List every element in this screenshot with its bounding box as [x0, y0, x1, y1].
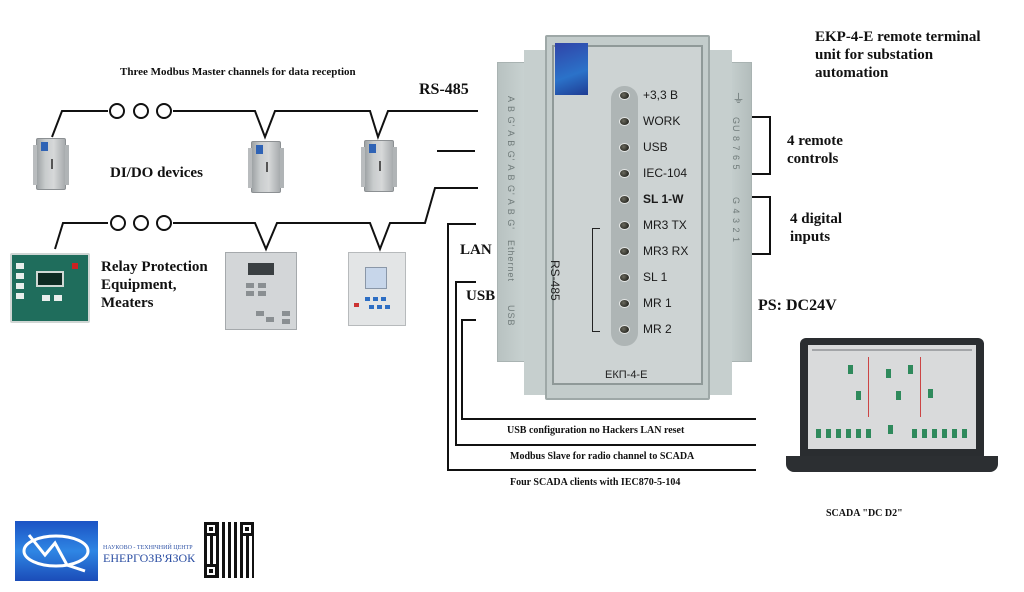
unit-title-line: unit for substation [815, 47, 934, 63]
remote-controls-bracket [752, 116, 771, 175]
usb-line [455, 281, 756, 446]
channel-caption-modbus: Modbus Slave for radio channel to SCADA [510, 451, 695, 462]
digital-inputs-bracket [752, 196, 771, 255]
didio-bus-line [51, 110, 108, 138]
led-indicator [619, 247, 630, 256]
led-label: SL 1-W [643, 192, 684, 206]
bus-ellipsis-dot [156, 103, 172, 119]
relay-protection-device [348, 252, 406, 326]
laptop-keyboard-base [786, 456, 998, 472]
remote-controls-line: controls [787, 151, 839, 167]
led-indicator [619, 143, 630, 152]
led-label: IEC-104 [643, 166, 688, 180]
unit-logo-icon [555, 43, 588, 95]
scada-label: SCADA "DC D2" [826, 508, 903, 519]
led-indicator [619, 195, 630, 204]
config-line [461, 319, 756, 420]
lan-line [447, 223, 756, 471]
led-label: MR3 RX [643, 244, 689, 258]
relay-bus-line [54, 222, 108, 250]
relay-protection-device [225, 252, 297, 330]
remote-controls-line: 4 remote [787, 133, 843, 149]
org-name: ЕНЕРГОЗВ'ЯЗОК [103, 551, 196, 565]
relay-label-line: Equipment, [101, 277, 177, 293]
rs485-face-label: RS-485 [548, 260, 562, 301]
led-indicator [619, 273, 630, 282]
modbus-master-caption: Three Modbus Master channels for data re… [120, 66, 356, 78]
lan-label: LAN [460, 242, 492, 258]
led-indicator [619, 325, 630, 334]
bus-ellipsis-dot [133, 215, 149, 231]
relay-label: Relay Protection Equipment, Meaters [101, 258, 208, 312]
ground-symbol-icon: ⏚ [731, 92, 745, 105]
relay-protection-device [10, 253, 90, 323]
unit-model-name: ЕКП-4-Е [605, 369, 648, 381]
ethernet-port-print: Ethernet [506, 240, 516, 283]
bus-ellipsis-dot [133, 103, 149, 119]
company-logo-icon [15, 521, 98, 581]
bus-ellipsis-dot [156, 215, 172, 231]
unit-right-rail [706, 50, 732, 395]
led-label: MR3 TX [643, 218, 687, 232]
unit-title-line: EKP-4-E remote terminal [815, 29, 981, 45]
rs485-face-bracket [592, 228, 600, 332]
led-label: MR 2 [643, 322, 672, 336]
digital-inputs-label: 4 digital inputs [790, 210, 842, 246]
led-label: +3,3 B [643, 88, 679, 102]
didio-bus-line [173, 110, 478, 141]
bus-ellipsis-dot [110, 215, 126, 231]
power-supply-label: PS: DC24V [758, 297, 837, 314]
relay-terminal-print: GU 8 7 6 5 [731, 117, 741, 171]
led-indicator [619, 169, 630, 178]
org-tagline: НАУКОВО - ТЕХНІЧНИЙ ЦЕНТР [103, 545, 193, 551]
channel-caption-iec104: Four SCADA clients with IEC870-5-104 [510, 477, 681, 488]
qr-code-icon [204, 522, 254, 578]
rs485-label: RS-485 [419, 81, 469, 98]
led-label: MR 1 [643, 296, 672, 310]
channel-caption-usb: USB configuration no Hackers LAN reset [507, 425, 685, 436]
scada-display [808, 345, 976, 449]
led-indicator [619, 117, 630, 126]
didio-device [33, 138, 69, 190]
usb-port-print: USB [506, 305, 516, 327]
led-indicator [619, 91, 630, 100]
relay-bus-line [173, 187, 478, 252]
didio-device [361, 140, 397, 192]
relay-label-line: Meaters [101, 295, 154, 311]
input-terminal-print: G 4 3 2 1 [731, 197, 741, 244]
unit-title-line: automation [815, 65, 889, 81]
led-label: WORK [643, 114, 681, 128]
remote-controls-label: 4 remote controls [787, 132, 843, 168]
didio-device [248, 141, 284, 193]
relay-label-line: Relay Protection [101, 259, 208, 275]
terminal-print: A B G' A B G' A B G' A B G' [506, 96, 516, 230]
usb-label: USB [466, 288, 496, 304]
led-label: SL 1 [643, 270, 668, 284]
digital-inputs-line: 4 digital [790, 211, 843, 227]
bus-ellipsis-dot [109, 103, 125, 119]
led-indicator [619, 221, 630, 230]
led-label: USB [643, 140, 668, 154]
didio-label: DI/DO devices [110, 165, 203, 181]
unit-title: EKP-4-E remote terminal unit for substat… [815, 28, 981, 82]
led-indicator [619, 299, 630, 308]
digital-inputs-line: inputs [790, 229, 831, 245]
